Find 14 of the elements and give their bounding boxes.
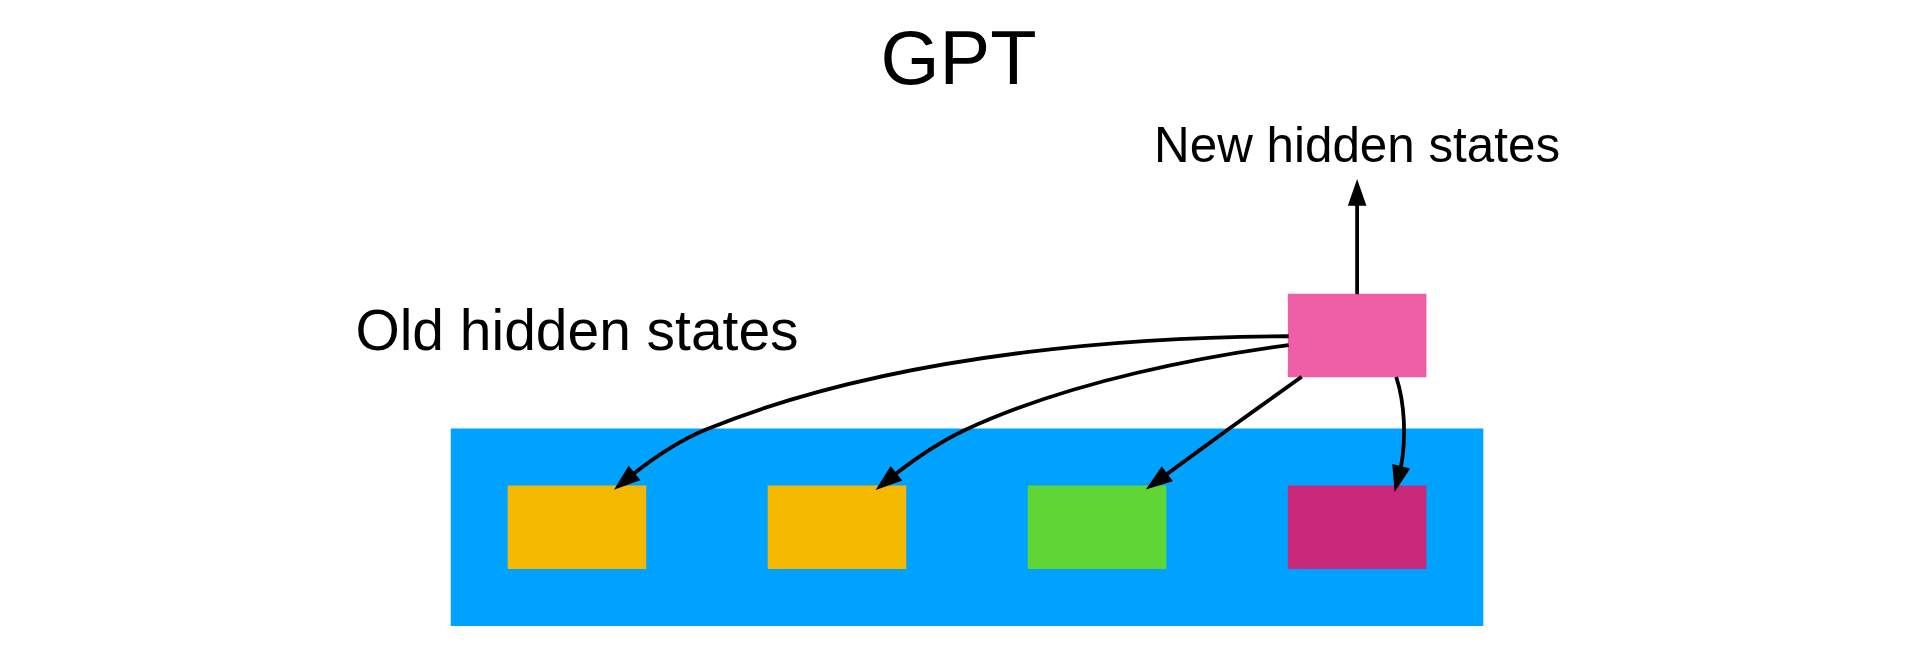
node-box [507,485,646,570]
arrow [875,343,1289,490]
arrow [1145,375,1303,490]
arrow [1347,179,1366,295]
label: Old hidden states [354,297,799,362]
node-box [1287,485,1426,570]
diagram-title: GPT [879,15,1037,101]
arrow [1391,376,1410,493]
arrow [613,334,1289,490]
node-box [1287,293,1426,378]
cluster [450,428,1483,626]
node-box [767,485,906,570]
node-box [1027,485,1166,570]
node-text: New hidden states [1153,116,1560,172]
